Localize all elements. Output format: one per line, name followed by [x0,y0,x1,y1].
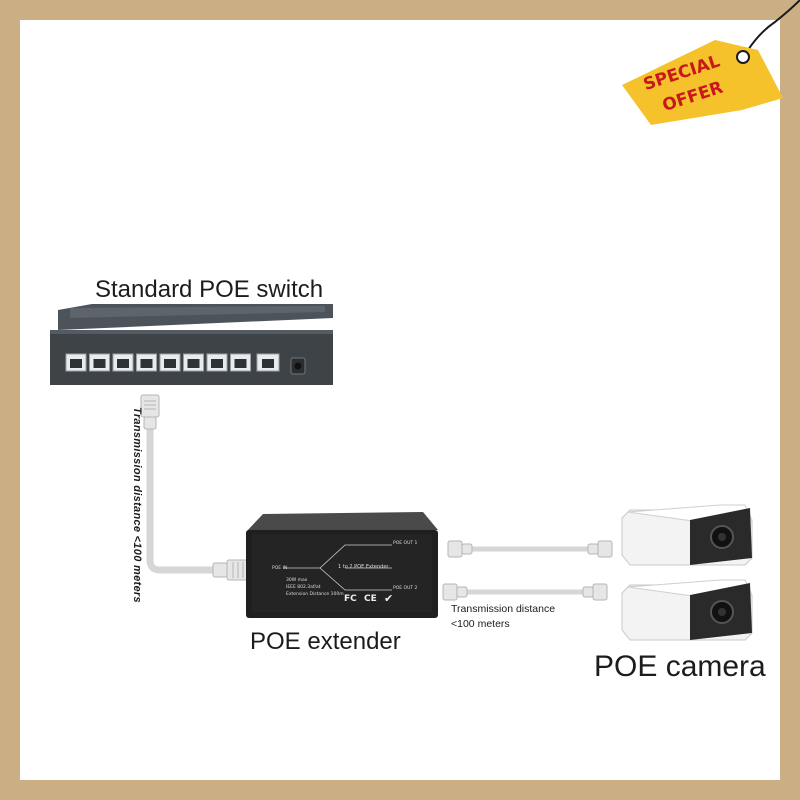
switch-port-socket [93,359,106,368]
poe-extender-device [246,512,438,618]
poe-camera-2 [621,579,753,641]
check-mark-icon: ✔ [384,592,394,605]
rj45-plug-extender-in [212,559,250,581]
cable-switch-to-extender [146,416,219,574]
distance-label-vertical: Transmission distance <100 meters [131,407,143,603]
switch-port-socket [211,359,223,368]
rj45-plug-out1-left [447,540,473,558]
rj45-plug-out2-right [582,583,608,601]
switch-port-socket [140,359,153,368]
poe-camera-1 [621,504,753,566]
switch-port-socket [234,359,247,368]
fc-mark-icon: FC [344,594,357,604]
camera-label: POE camera [594,650,766,683]
switch-port-socket [164,359,176,368]
distance-label-horizontal: Transmission distance <100 meters [451,603,556,630]
switch-port-socket [117,359,129,368]
poe-switch-device [50,304,333,385]
extender-title-label: 1 to 2 POE Extender [338,564,389,570]
extender-spec-1: 30W max [286,578,308,583]
extender-spec-2: IEEE 802.3af/at [286,585,321,590]
extender-in-label: POE IN [272,566,288,571]
extender-out1-label: POE OUT 1 [393,541,418,546]
switch-port-socket [187,359,200,368]
switch-port-socket [70,359,82,368]
switch-label: Standard POE switch [95,276,324,303]
extender-spec-3: Extension Distance 100m [286,592,344,597]
special-offer-sticker [622,0,800,125]
ce-mark-icon: CE [364,594,377,604]
rj45-plug-out2-left [442,583,468,601]
switch-ports [65,353,251,372]
extender-label: POE extender [250,628,401,655]
rj45-plug-out1-right [587,540,613,558]
rj45-plug-switch [140,394,160,430]
extender-out2-label: POE OUT 2 [393,586,418,591]
